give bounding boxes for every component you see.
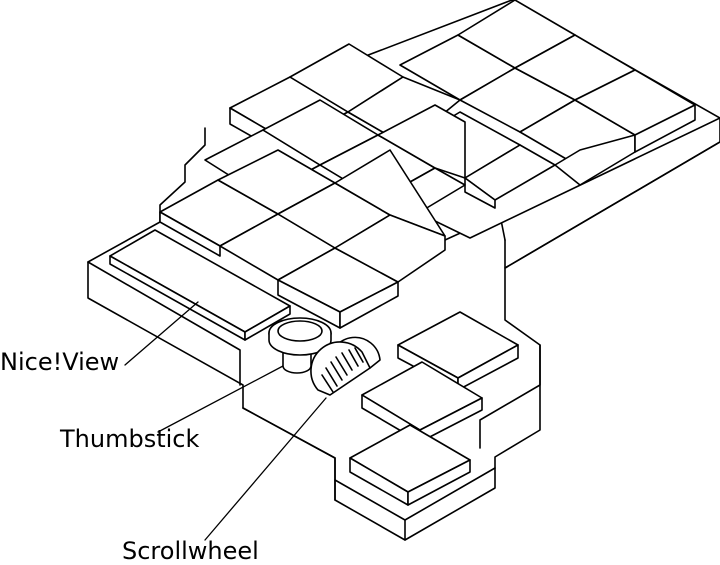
key-l7-side	[339, 281, 399, 329]
leader-thumbstick	[157, 365, 284, 433]
leader-scrollwheel	[204, 397, 327, 541]
niceview-display	[109, 229, 291, 341]
thumbstick	[268, 317, 332, 374]
scrollwheel-face	[310, 341, 371, 396]
key-u12-side	[464, 177, 496, 209]
scrollwheel-ridges	[321, 347, 364, 393]
niceview-label: Nice!View	[0, 348, 120, 376]
keys-lower-group	[159, 149, 446, 329]
leader-lines	[124, 301, 327, 541]
key-l1-side	[159, 211, 221, 257]
thumb-keys	[349, 311, 519, 506]
scrollwheel-label: Scrollwheel	[122, 537, 259, 565]
leader-niceview	[124, 301, 199, 366]
thumbstick-label: Thumbstick	[60, 425, 200, 453]
case-lower-edge	[242, 407, 336, 501]
case-base	[87, 117, 720, 541]
key-m4	[377, 104, 466, 179]
case-rim-right-inner	[504, 141, 720, 269]
niceview-side-right	[244, 305, 291, 341]
keys-upper-group	[229, 0, 696, 209]
thumbstick-cap-inner	[277, 320, 323, 342]
key-u14-side	[634, 104, 696, 153]
thumb-key-3-side-right	[407, 459, 471, 506]
key-l7	[334, 214, 446, 283]
scrollwheel	[310, 336, 381, 396]
case-rim-inner-step	[87, 261, 241, 386]
case-right-wall	[479, 344, 541, 449]
